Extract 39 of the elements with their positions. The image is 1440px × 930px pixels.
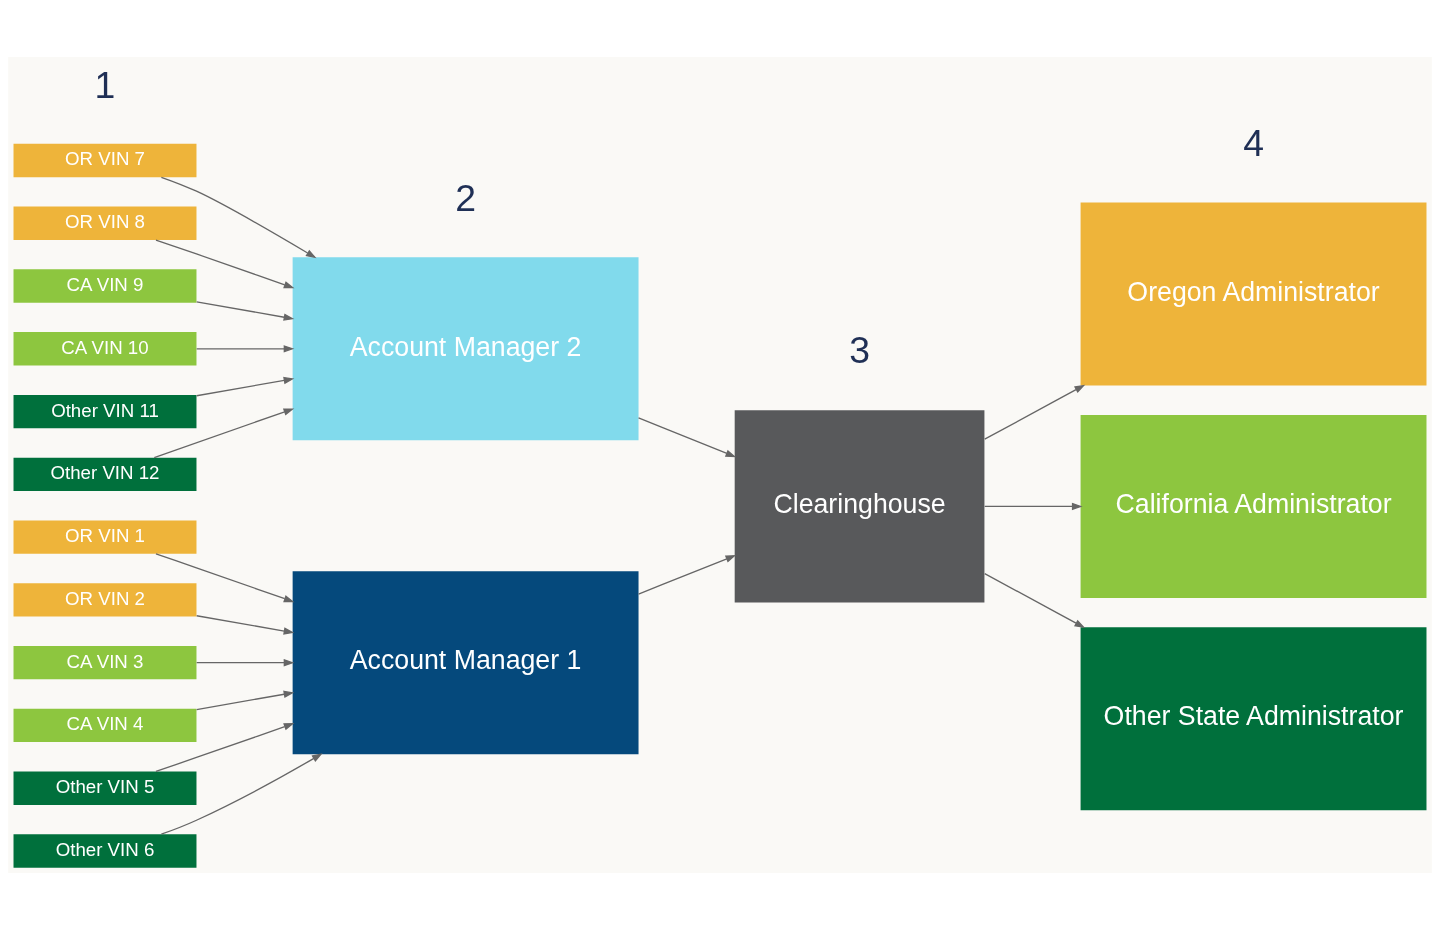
arrow <box>984 502 1083 511</box>
arrow <box>196 658 295 667</box>
arrow <box>160 176 317 259</box>
label: 3 <box>849 329 870 372</box>
arrow <box>196 690 295 711</box>
node-box: Other State Administrator <box>1080 627 1427 811</box>
node-box: CA VIN 3 <box>13 645 197 680</box>
node-box: CA VIN 4 <box>13 708 197 743</box>
node-box: CA VIN 9 <box>13 269 197 303</box>
node-box: Oregon Administrator <box>1080 202 1427 386</box>
node-box: OR VIN 1 <box>13 520 197 554</box>
arrow <box>155 723 295 773</box>
node-box: Clearinghouse <box>734 410 985 603</box>
arrow <box>196 376 295 397</box>
node-box: Account Manager 1 <box>292 571 639 755</box>
arrow <box>984 572 1086 629</box>
arrow <box>196 301 295 321</box>
arrow <box>155 239 295 289</box>
node-box: Other VIN 6 <box>13 834 197 868</box>
node-box: OR VIN 8 <box>13 206 197 240</box>
arrow <box>637 555 737 595</box>
node-box: Other VIN 12 <box>13 457 197 492</box>
label: 4 <box>1243 122 1264 165</box>
arrow <box>153 408 295 459</box>
node-box: OR VIN 7 <box>13 143 197 178</box>
node-box: Other VIN 5 <box>13 771 197 805</box>
node-box: CA VIN 10 <box>13 332 197 366</box>
node-box: Other VIN 11 <box>13 394 197 429</box>
label: 2 <box>455 177 476 220</box>
node-box: Account Manager 2 <box>292 257 639 441</box>
node-box: OR VIN 2 <box>13 583 197 617</box>
arrow <box>155 553 295 603</box>
arrow <box>196 345 295 353</box>
arrow <box>984 384 1086 440</box>
arrow <box>637 417 737 458</box>
node-box: California Administrator <box>1080 414 1427 598</box>
arrow <box>160 753 323 835</box>
label: 1 <box>94 63 116 106</box>
arrow <box>196 615 295 635</box>
